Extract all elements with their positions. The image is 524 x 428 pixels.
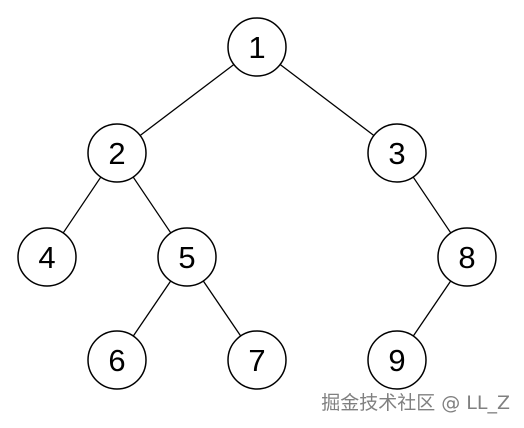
edge-1-3: [279, 63, 375, 137]
node-circle-5: [157, 227, 217, 287]
tree-edges: [62, 63, 452, 337]
tree-node-2: 2: [87, 123, 147, 183]
node-circle-4: [17, 227, 77, 287]
edge-8-9: [412, 280, 452, 337]
node-label-8: 8: [458, 240, 475, 275]
node-label-4: 4: [38, 240, 55, 275]
node-circle-6: [87, 330, 147, 390]
edge-2-4: [62, 176, 102, 234]
edge-2-5: [132, 176, 172, 234]
node-circle-7: [227, 330, 287, 390]
tree-node-5: 5: [157, 227, 217, 287]
edge-5-7: [202, 280, 242, 337]
tree-node-1: 1: [227, 17, 287, 77]
edge-1-2: [139, 63, 235, 137]
node-label-6: 6: [108, 343, 125, 378]
node-circle-8: [437, 227, 497, 287]
node-label-1: 1: [248, 30, 265, 65]
watermark-text: 掘金技术社区 @ LL_Z: [321, 392, 510, 414]
node-label-2: 2: [108, 136, 125, 171]
edge-3-8: [412, 176, 452, 234]
node-label-9: 9: [388, 343, 405, 378]
tree-node-3: 3: [367, 123, 427, 183]
edge-5-6: [132, 280, 172, 337]
tree-node-7: 7: [227, 330, 287, 390]
node-circle-9: [367, 330, 427, 390]
node-circle-1: [227, 17, 287, 77]
node-label-3: 3: [388, 136, 405, 171]
node-circle-2: [87, 123, 147, 183]
tree-nodes: 1 2 3 4 5 8 6 7 9: [17, 17, 497, 390]
node-circle-3: [367, 123, 427, 183]
tree-node-6: 6: [87, 330, 147, 390]
tree-node-8: 8: [437, 227, 497, 287]
node-label-7: 7: [248, 343, 265, 378]
node-label-5: 5: [178, 240, 195, 275]
tree-node-9: 9: [367, 330, 427, 390]
tree-node-4: 4: [17, 227, 77, 287]
